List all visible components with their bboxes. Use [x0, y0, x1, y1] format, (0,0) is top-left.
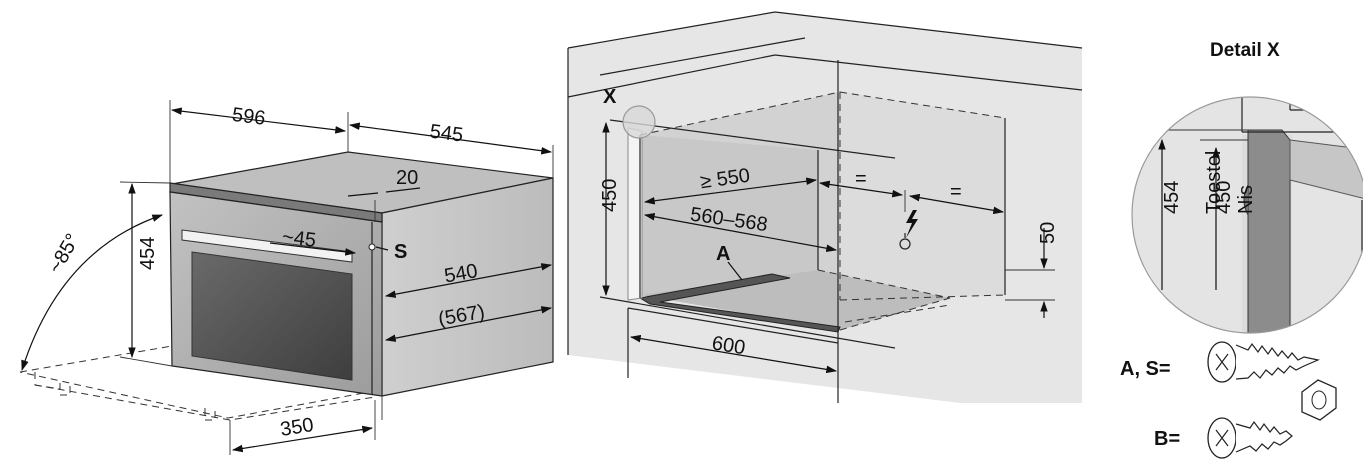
detail-x-marker-circle	[622, 105, 656, 139]
screw-as-icon	[1207, 341, 1320, 383]
nut-icon	[1301, 379, 1337, 421]
oven-side	[381, 177, 554, 397]
oven-window	[191, 251, 353, 381]
lightning-icon	[906, 210, 918, 238]
detail-appliance-label: Toestel	[1203, 151, 1225, 214]
screw-b-icon	[1207, 417, 1293, 459]
detail-x-view: Detail X 454 Toestel 450 Nis	[1131, 40, 1363, 334]
oven-height-label: 454	[137, 237, 159, 270]
niche-height-label: 450	[599, 179, 621, 212]
screw-s-label: S	[394, 241, 407, 263]
niche-width-label: 600	[710, 332, 746, 359]
panel-thickness-label: 20	[396, 167, 418, 189]
bracket-a-label: A	[716, 243, 730, 265]
handle-offset-label: ~45	[281, 226, 317, 252]
screw-b-label: B=	[1154, 428, 1180, 450]
equal-spacing-1: =	[855, 168, 867, 190]
mounting-bracket-a	[638, 273, 841, 333]
detail-appliance-height: 454	[1161, 181, 1183, 214]
oven-handle	[181, 229, 353, 263]
oven-width-label: 596	[231, 104, 267, 130]
oven-drawing: 596 545 20 454 ~45 S 540 (567) ~85° 350	[19, 100, 554, 455]
niche-drawing: X 450 ≥ 550 560–568 A = = 50 600	[567, 11, 1083, 403]
screw-as-label: A, S=	[1120, 358, 1171, 380]
detail-x-marker: X	[603, 86, 617, 108]
door-angle-label: ~85°	[44, 230, 84, 277]
detail-niche-label: Nis	[1235, 185, 1257, 214]
detail-title: Detail X	[1210, 40, 1280, 61]
power-socket	[899, 238, 911, 250]
socket-height-label: 50	[1037, 222, 1059, 244]
detail-niche-height: 450	[1213, 181, 1235, 214]
fixing-hole	[368, 243, 376, 251]
door-reach-label: 350	[279, 414, 315, 441]
equal-spacing-2: =	[950, 181, 962, 203]
oven-depth-label: 545	[429, 121, 465, 147]
screw-legend: A, S= B=	[1120, 341, 1337, 459]
